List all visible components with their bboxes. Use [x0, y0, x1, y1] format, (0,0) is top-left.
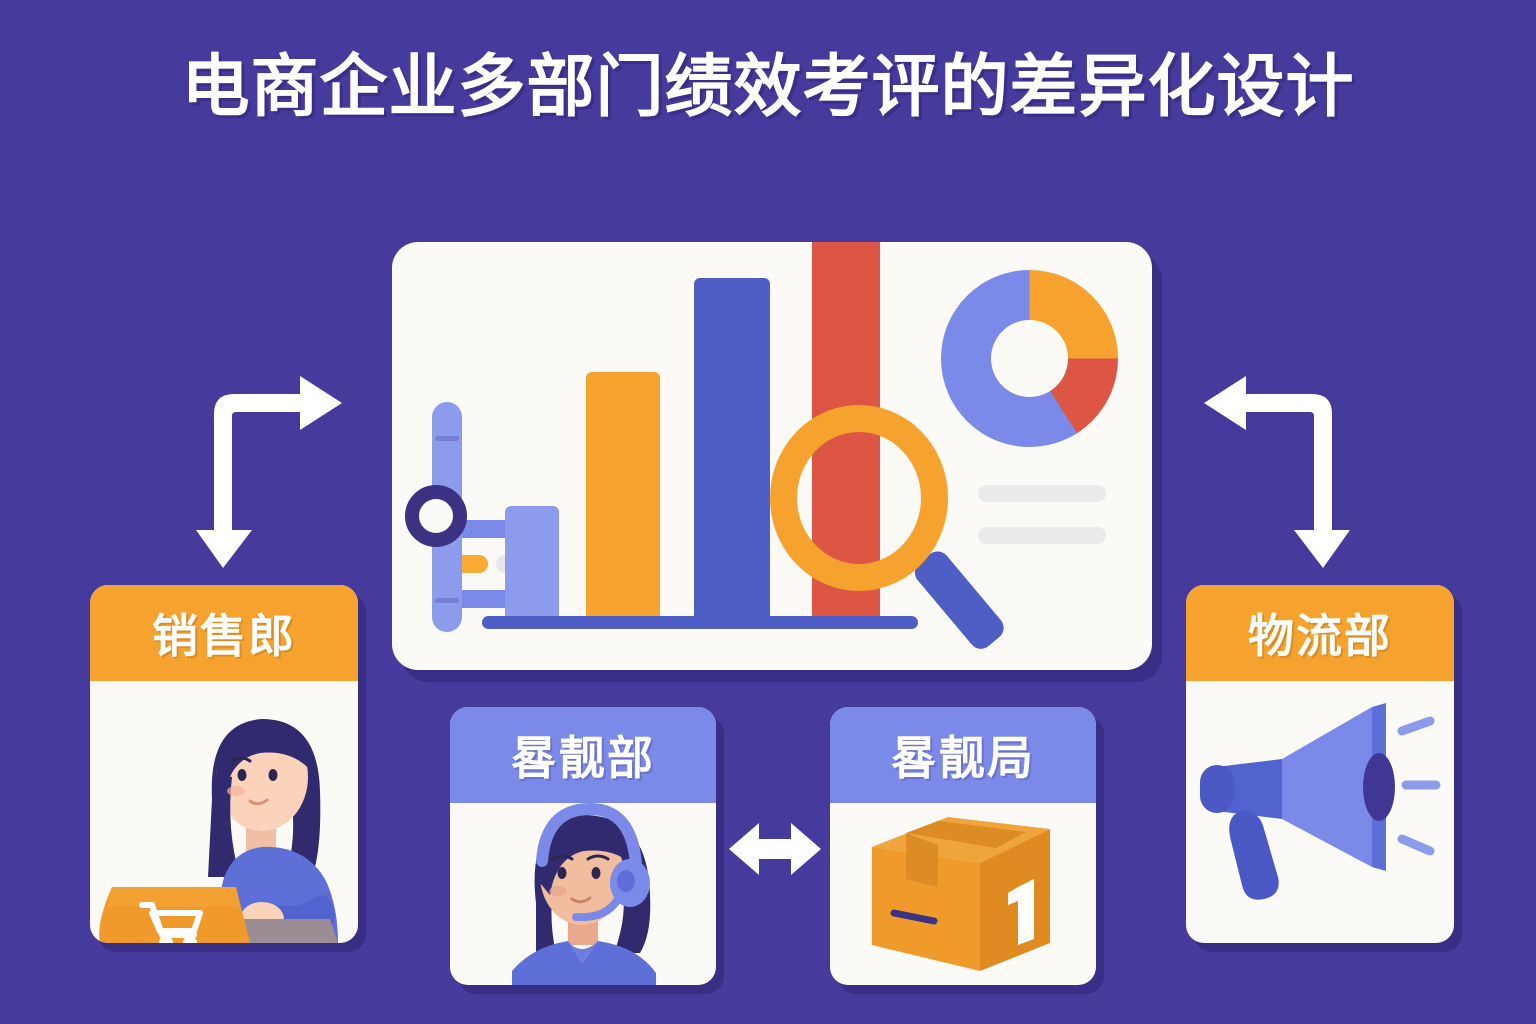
donut-chart [941, 270, 1118, 447]
bidirectional-arrow [729, 823, 821, 875]
card-sales-label: 销售郎 [152, 610, 296, 662]
card-warehouse-label: 晷靓局 [891, 732, 1035, 784]
performance-dashboard-panel [392, 242, 1152, 670]
card-customer-service[interactable]: 晷靓部 [450, 707, 716, 985]
slider-tick-lower [435, 598, 459, 603]
chart-baseline [482, 616, 918, 629]
card-logistics-label: 物流部 [1248, 610, 1392, 662]
card-customer-service-label: 晷靓部 [511, 732, 655, 784]
magnifier-ring [770, 405, 948, 591]
chart-bar-1 [505, 505, 559, 616]
chart-bar-3 [694, 278, 770, 616]
woman-at-laptop-icon [99, 719, 338, 943]
slider-tick-upper [435, 436, 459, 441]
elbow-arrow-left [196, 376, 342, 568]
card-logistics[interactable]: 物流部 [1186, 585, 1454, 943]
card-sales-header: 销售郎 [90, 585, 358, 681]
magnifier-handle [910, 546, 1009, 654]
card-warehouse-illustration [830, 803, 1096, 985]
placeholder-line-right-1 [978, 485, 1106, 502]
donut-chart-hole [991, 320, 1068, 397]
megaphone-icon [1200, 703, 1441, 900]
headset-agent-icon [512, 803, 656, 985]
card-warehouse[interactable]: 晷靓局 [830, 707, 1096, 985]
chart-bar-2 [586, 372, 660, 616]
card-warehouse-header: 晷靓局 [830, 707, 1096, 803]
card-sales-illustration [90, 681, 358, 943]
elbow-arrow-right [1204, 376, 1350, 568]
card-sales[interactable]: 销售郎 [90, 585, 358, 943]
placeholder-line-right-2 [978, 527, 1106, 544]
parcel-box-icon [872, 817, 1050, 971]
magnifier-icon [770, 405, 1009, 665]
card-logistics-illustration [1186, 681, 1454, 943]
card-customer-service-illustration [450, 803, 716, 985]
card-logistics-header: 物流部 [1186, 585, 1454, 681]
page-title: 电商企业多部门绩效考评的差异化设计 [181, 49, 1355, 125]
card-customer-service-header: 晷靓部 [450, 707, 716, 803]
vertical-slider-handle[interactable] [405, 485, 467, 547]
